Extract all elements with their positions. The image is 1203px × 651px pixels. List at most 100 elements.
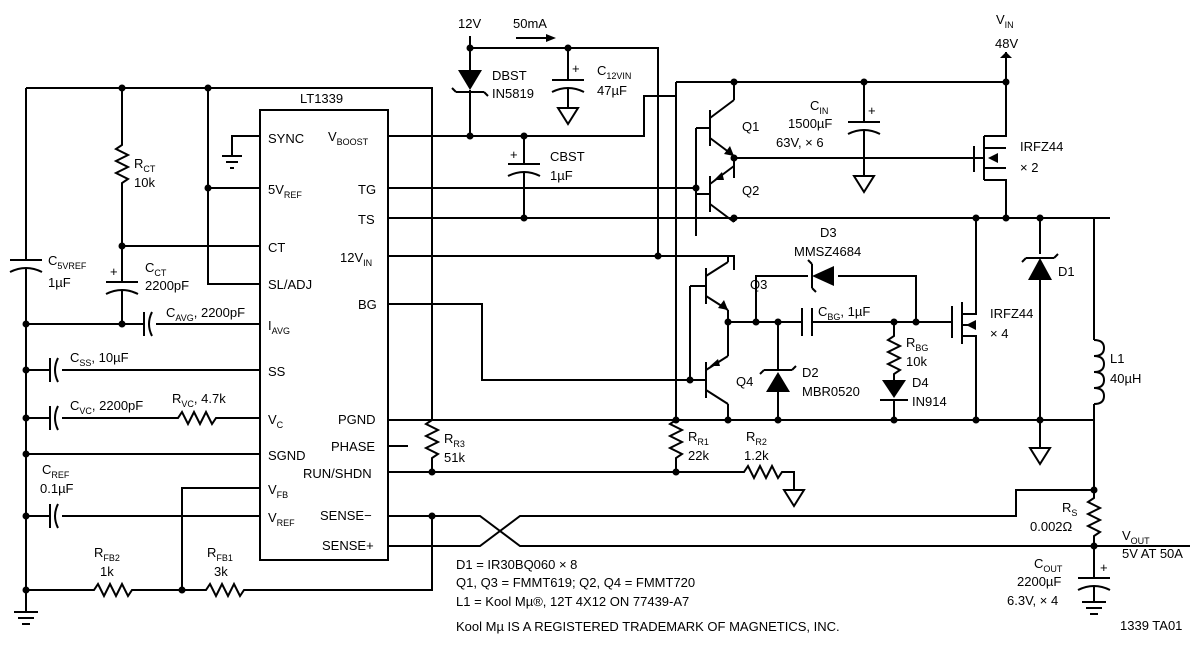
cin-plus: + bbox=[868, 103, 876, 118]
bottom-mosfet: IRFZ44 × 4 bbox=[940, 218, 1033, 420]
pin-vboost-main: V bbox=[328, 129, 337, 144]
rs-value: 0.002Ω bbox=[1030, 519, 1073, 534]
cout-value: 2200µF bbox=[1017, 574, 1061, 589]
12v-rail bbox=[470, 47, 659, 256]
d4-part: IN914 bbox=[912, 394, 947, 409]
node-pgnd-q4 bbox=[724, 416, 732, 424]
rbg-resistor bbox=[885, 322, 903, 380]
pin-vref-main: V bbox=[268, 510, 277, 525]
node-vc bbox=[22, 414, 30, 422]
l1-name: L1 bbox=[1110, 351, 1124, 366]
pin-vc-main: V bbox=[268, 412, 277, 427]
cavg-label: CAVG, 2200pF bbox=[166, 305, 245, 323]
cavg-wire bbox=[26, 311, 260, 337]
rs-name: RS bbox=[1062, 500, 1077, 518]
d1-label: D1 bbox=[1058, 264, 1075, 279]
node-q2-emitter bbox=[730, 214, 738, 222]
vfb-wire bbox=[181, 487, 260, 590]
sense-plus-wire bbox=[388, 489, 1094, 547]
rr1-value: 22k bbox=[688, 448, 709, 463]
node-pgnd-mosfet bbox=[972, 416, 980, 424]
rct-resistor bbox=[113, 88, 131, 246]
bottom-mosfet-symbol bbox=[940, 218, 977, 420]
pin-iavg-main: I bbox=[268, 318, 272, 333]
node-iavg-left bbox=[22, 320, 30, 328]
q2-emitter-arrow bbox=[714, 172, 724, 180]
d3-bar bbox=[807, 259, 817, 293]
d3-name: D3 bbox=[820, 225, 837, 240]
cct-capacitor bbox=[105, 246, 139, 324]
rr2-ground bbox=[782, 489, 806, 508]
notes: D1 = IR30BQ060 × 8 Q1, Q3 = FMMT619; Q2,… bbox=[456, 557, 1182, 634]
node-q1-collector bbox=[730, 78, 738, 86]
vout-value: 5V AT 50A bbox=[1122, 546, 1183, 561]
pin-sync: SYNC bbox=[268, 131, 304, 146]
node-pgnd-d2 bbox=[774, 416, 782, 424]
rr2-value: 1.2k bbox=[744, 448, 769, 463]
d2-part: MBR0520 bbox=[802, 384, 860, 399]
c5vref-value: 1µF bbox=[48, 275, 71, 290]
current-label: 50mA bbox=[513, 16, 547, 31]
c12vin-name: C12VIN bbox=[597, 63, 631, 81]
irfz-top-name: IRFZ44 bbox=[1020, 139, 1063, 154]
cbg-capacitor bbox=[801, 308, 813, 336]
vc-network bbox=[26, 405, 260, 431]
rs-resistor bbox=[1085, 490, 1103, 546]
node-cbst-top bbox=[520, 132, 528, 140]
top-mosfet-symbol bbox=[973, 82, 1007, 218]
pin-ct: CT bbox=[268, 240, 285, 255]
pin-12vin-main: 12V bbox=[340, 250, 363, 265]
d1-diode bbox=[1028, 258, 1052, 280]
pin-vboost: VBOOST bbox=[328, 129, 369, 147]
cin-ground bbox=[852, 175, 876, 194]
pin-vfb-main: V bbox=[268, 482, 277, 497]
rr3-group: RR3 51k bbox=[423, 419, 465, 520]
gate-drive-top: + CBST 1µF bbox=[388, 132, 1110, 222]
sladj-wire bbox=[207, 188, 260, 285]
pin-vc-sub: C bbox=[277, 420, 284, 430]
chip-body bbox=[259, 109, 389, 561]
irfz-top-count: × 2 bbox=[1020, 160, 1038, 175]
bg-wire bbox=[388, 303, 690, 381]
cbst-value: 1µF bbox=[550, 168, 573, 183]
pin-iavg: IAVG bbox=[268, 318, 290, 336]
rct-value: 10k bbox=[134, 175, 155, 190]
pin-vfb: VFB bbox=[268, 482, 288, 500]
pin-vref: VREF bbox=[268, 510, 295, 528]
node-rct-top bbox=[118, 84, 126, 92]
c12vin-ground bbox=[556, 107, 580, 126]
cout-name: COUT bbox=[1034, 556, 1063, 574]
cbg-label: CBG, 1µF bbox=[818, 304, 870, 322]
q1-emitter-arrow bbox=[724, 146, 734, 156]
cbst-name: CBST bbox=[550, 149, 585, 164]
cct-plus: + bbox=[110, 264, 118, 279]
cref-value: 0.1µF bbox=[40, 481, 74, 496]
note-1: D1 = IR30BQ060 × 8 bbox=[456, 557, 577, 572]
pin-sladj: SL/ADJ bbox=[268, 277, 312, 292]
rfb1-value: 3k bbox=[214, 564, 228, 579]
node-cbst-bottom bbox=[520, 214, 528, 222]
d4-diode bbox=[882, 380, 906, 398]
q2-label: Q2 bbox=[742, 183, 759, 198]
d2-name: D2 bbox=[802, 365, 819, 380]
q4-emitter-arrow bbox=[710, 359, 720, 366]
pin-12vin: 12VIN bbox=[340, 250, 372, 268]
rvc-label: RVC, 4.7k bbox=[172, 391, 226, 409]
rr1-name: RR1 bbox=[688, 429, 709, 447]
node-iavg-cct bbox=[118, 320, 126, 328]
lt1339-chip: LT1339 SYNC 5VREF CT SL/ADJ IAVG SS VC S… bbox=[259, 91, 389, 561]
rct-name: RCT bbox=[134, 156, 156, 174]
d1-bar bbox=[1021, 253, 1059, 263]
cin-capacitor bbox=[847, 82, 881, 176]
pin-sense-minus: SENSE− bbox=[320, 508, 372, 523]
pin-runshdn: RUN/SHDN bbox=[303, 466, 372, 481]
node-cref bbox=[22, 512, 30, 520]
node-sgnd bbox=[22, 450, 30, 458]
v12-label: 12V bbox=[458, 16, 481, 31]
cref-wire bbox=[26, 503, 260, 529]
q4-transistor bbox=[705, 322, 729, 420]
irfz-bot-count: × 4 bbox=[990, 326, 1008, 341]
rfb2-name: RFB2 bbox=[94, 545, 120, 563]
rbg-value: 10k bbox=[906, 354, 927, 369]
d1-ground bbox=[1028, 440, 1052, 466]
